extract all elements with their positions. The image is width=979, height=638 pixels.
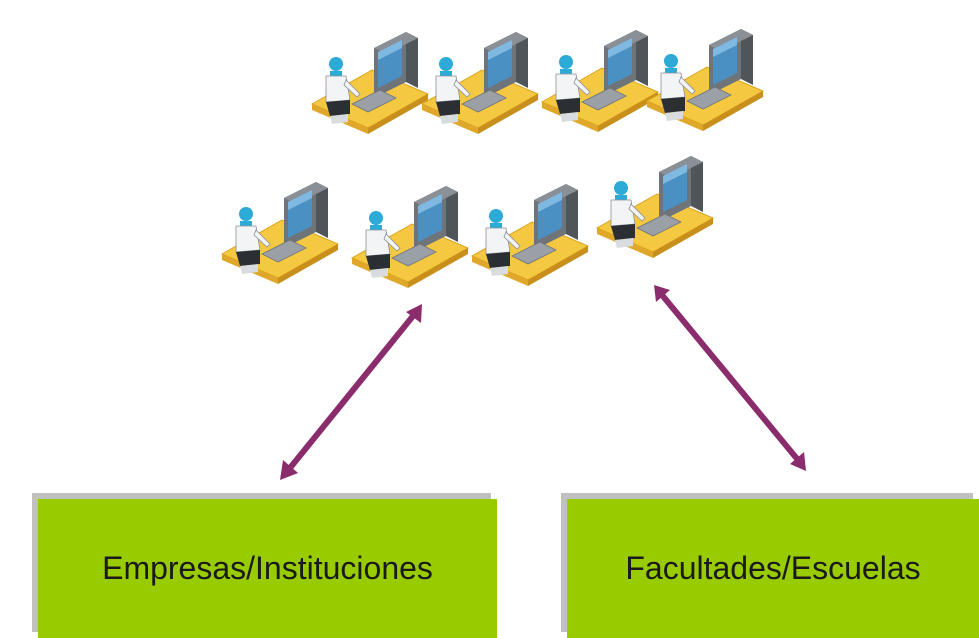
workstation-icon (421, 31, 539, 135)
box-empresas-instituciones: Empresas/Instituciones (38, 499, 497, 638)
box-label: Facultades/Escuelas (625, 550, 921, 586)
connector-arrows (280, 285, 806, 480)
arrowhead-icon (654, 285, 670, 302)
arrow-right (659, 293, 801, 462)
arrow-left (287, 314, 416, 470)
arrowhead-icon (406, 304, 422, 323)
workstation-icon (541, 29, 659, 133)
workstation-icon (646, 28, 764, 132)
workstation-icon (351, 185, 469, 289)
box-label: Empresas/Instituciones (102, 550, 433, 586)
arrowhead-icon (790, 452, 806, 471)
workstation-icon (471, 183, 589, 287)
workstation-icon (596, 155, 714, 259)
workstation-icon (311, 31, 429, 135)
workstation-icon (221, 181, 339, 285)
box-facultades-escuelas: Facultades/Escuelas (567, 499, 979, 638)
arrowhead-icon (280, 460, 298, 480)
